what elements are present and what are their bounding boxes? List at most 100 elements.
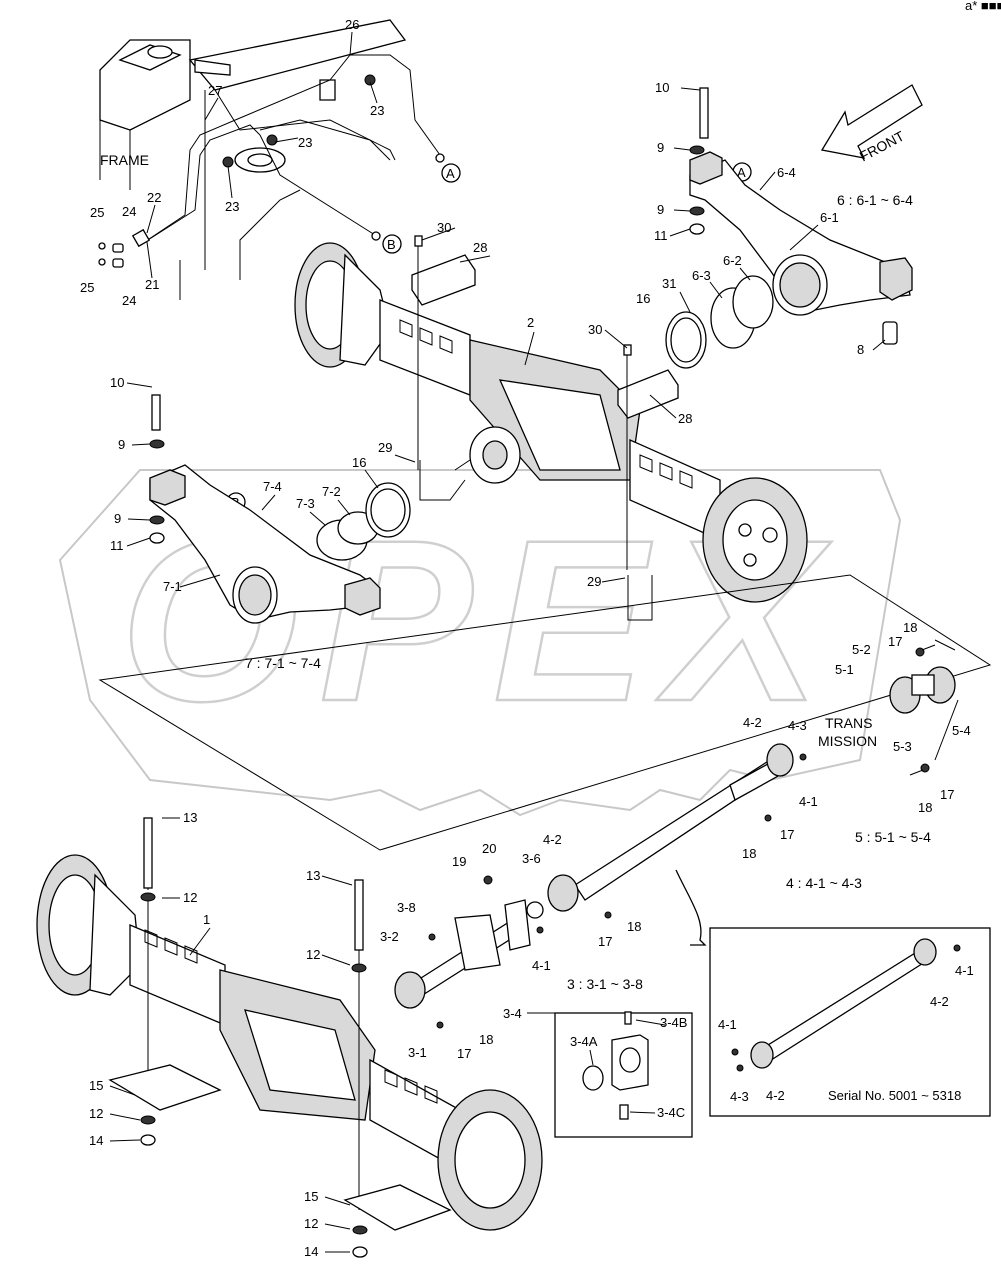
part-label: 12 xyxy=(306,947,320,962)
part-label: 3-4A xyxy=(570,1034,598,1049)
part-label: 11 xyxy=(654,228,668,243)
part-label: 4-3 xyxy=(788,718,807,733)
part-label: 1 xyxy=(203,912,210,927)
group-note-6: 6 : 6-1 ~ 6-4 xyxy=(837,192,913,208)
group-outlines xyxy=(98,574,992,851)
part-label: 4-3 xyxy=(730,1089,749,1104)
part-label: 17 xyxy=(940,787,954,802)
group-note-4: 4 : 4-1 ~ 4-3 xyxy=(786,875,862,891)
inset-serial-label: Serial No. 5001 ~ 5318 xyxy=(828,1088,961,1103)
svg-text:A: A xyxy=(737,165,746,180)
part-label: 14 xyxy=(89,1133,103,1148)
part-label: 10 xyxy=(110,375,124,390)
part-label: 16 xyxy=(636,291,650,306)
hydraulic-lines xyxy=(98,54,445,268)
part-label: 6-4 xyxy=(777,165,796,180)
part-label: 30 xyxy=(437,220,451,235)
group-note-3: 3 : 3-1 ~ 3-8 xyxy=(567,976,643,992)
part-label: 4-1 xyxy=(799,794,818,809)
part-label: 15 xyxy=(304,1189,318,1204)
part-label: 25 xyxy=(80,280,94,295)
part-label: 7-1 xyxy=(163,579,182,594)
part-label: 25 xyxy=(90,205,104,220)
part-label: 23 xyxy=(225,199,239,214)
part-label: 9 xyxy=(114,511,121,526)
part-label: 10 xyxy=(655,80,669,95)
transmission-label-1: TRANS xyxy=(825,715,872,731)
frame-label: FRAME xyxy=(100,152,149,168)
part-label: 12 xyxy=(183,890,197,905)
part-label: 17 xyxy=(780,827,794,842)
part-label: 2 xyxy=(527,315,534,330)
part-label: 21 xyxy=(145,277,159,292)
part-label: 3-6 xyxy=(522,851,541,866)
corner-mark: a* ■■■ xyxy=(965,0,1001,13)
part-label: 30 xyxy=(588,322,602,337)
part-label: 4-1 xyxy=(955,963,974,978)
part-label: 28 xyxy=(473,240,487,255)
part-label: 4-2 xyxy=(743,715,762,730)
part-label: 14 xyxy=(304,1244,318,1259)
group-note-7: 7 : 7-1 ~ 7-4 xyxy=(245,655,321,671)
transmission-label-2: MISSION xyxy=(818,733,877,749)
inset-3-4 xyxy=(527,1011,693,1138)
coupling-group-5 xyxy=(889,644,956,776)
part-label: 4-2 xyxy=(930,994,949,1009)
part-label: 18 xyxy=(627,919,641,934)
part-label: 3-4 xyxy=(503,1006,522,1021)
part-label: 22 xyxy=(147,190,161,205)
rear-axle-upper xyxy=(294,242,808,603)
part-label: 6-1 xyxy=(820,210,839,225)
front-axle-lower xyxy=(36,817,543,1258)
part-label: 17 xyxy=(457,1046,471,1061)
part-label: 7-3 xyxy=(296,496,315,511)
part-label: 23 xyxy=(298,135,312,150)
part-label: 6-3 xyxy=(692,268,711,283)
part-label: 7-2 xyxy=(322,484,341,499)
inset-serial xyxy=(675,869,991,1117)
part-label: 18 xyxy=(742,846,756,861)
part-label: 28 xyxy=(678,411,692,426)
part-label: 5-1 xyxy=(835,662,854,677)
part-label: 17 xyxy=(888,634,902,649)
part-label: 8 xyxy=(857,342,864,357)
part-label: 23 xyxy=(370,103,384,118)
part-label: 11 xyxy=(110,538,124,553)
part-label: 7-4 xyxy=(263,479,282,494)
part-label: 24 xyxy=(122,293,136,308)
part-label: 5-4 xyxy=(952,723,971,738)
part-label: 5-3 xyxy=(893,739,912,754)
svg-text:A: A xyxy=(446,166,455,181)
front-arrow: FRONT xyxy=(820,84,923,164)
part-label: 29 xyxy=(587,574,601,589)
part-label: 12 xyxy=(304,1216,318,1231)
drive-shaft-4 xyxy=(547,743,807,919)
part-label: 9 xyxy=(118,437,125,452)
support-bracket-7 xyxy=(149,394,653,624)
part-label: 3-4C xyxy=(657,1105,685,1120)
part-label: 29 xyxy=(378,440,392,455)
part-label: 18 xyxy=(479,1032,493,1047)
group-note-5: 5 : 5-1 ~ 5-4 xyxy=(855,829,931,845)
part-label: 19 xyxy=(452,854,466,869)
part-label: 6-2 xyxy=(723,253,742,268)
connector-a-top: A xyxy=(441,163,461,183)
part-label: 4-1 xyxy=(532,958,551,973)
part-label: 27 xyxy=(208,83,222,98)
part-label: 18 xyxy=(903,620,917,635)
group-notes: 6 : 6-1 ~ 6-4 7 : 7-1 ~ 7-4 5 : 5-1 ~ 5-… xyxy=(245,192,961,1103)
shaft-assembly-3 xyxy=(394,875,544,1029)
part-label: 9 xyxy=(657,202,664,217)
part-label: 26 xyxy=(345,17,359,32)
part-label: 9 xyxy=(657,140,664,155)
part-label: 13 xyxy=(183,810,197,825)
part-label: 15 xyxy=(89,1078,103,1093)
part-label: 24 xyxy=(122,204,136,219)
part-label: 5-2 xyxy=(852,642,871,657)
part-label: 4-1 xyxy=(718,1017,737,1032)
part-label: 4-2 xyxy=(543,832,562,847)
part-label: 4-2 xyxy=(766,1088,785,1103)
part-label: 3-4B xyxy=(660,1015,687,1030)
part-label: 3-8 xyxy=(397,900,416,915)
